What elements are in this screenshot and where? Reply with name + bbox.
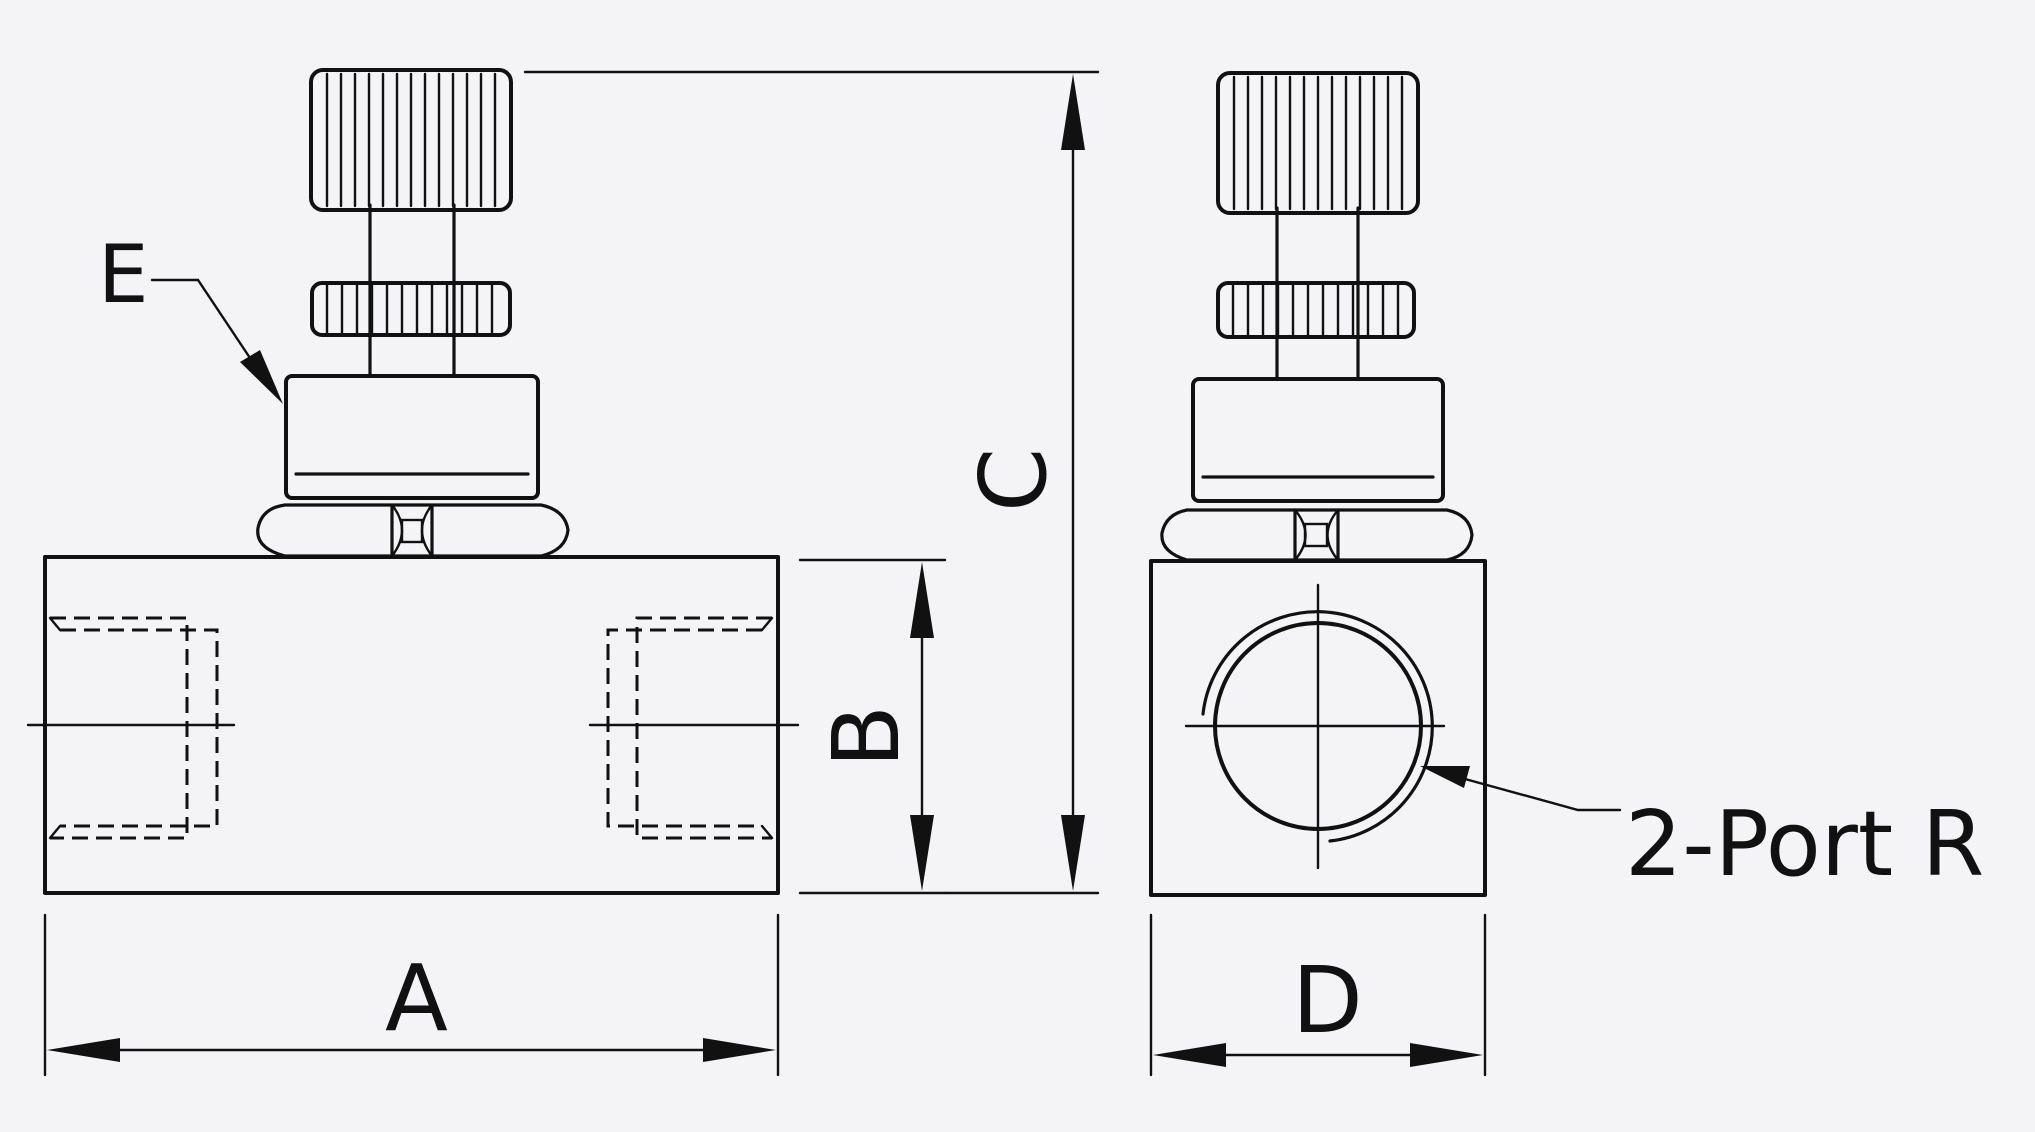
side-knurled-knob: [1216, 71, 1420, 215]
dimension-a: A: [43, 913, 780, 1077]
arrow-e: [240, 350, 283, 404]
label-a: A: [385, 945, 448, 1052]
front-hex-nut: [256, 503, 570, 558]
dimension-d: D: [1149, 913, 1487, 1077]
side-port-thread-arc: [1201, 610, 1434, 843]
leader-e: [150, 278, 272, 390]
arrow-port: [1420, 766, 1470, 788]
front-left-port: [48, 616, 219, 840]
label-c: C: [960, 448, 1067, 512]
label-e: E: [98, 228, 149, 321]
leader-port: [1434, 769, 1622, 812]
front-knurled-knob: [309, 68, 513, 212]
front-view: E: [26, 68, 800, 895]
label-b: B: [813, 705, 920, 768]
front-lock-nut: [310, 281, 512, 337]
label-d: D: [1292, 947, 1363, 1054]
label-port: 2-Port R: [1625, 792, 1984, 897]
side-lock-nut: [1216, 281, 1416, 339]
dimension-c: C: [523, 70, 1100, 895]
side-view: 2-Port R: [1149, 71, 1984, 897]
dimension-b: B: [798, 558, 947, 895]
front-right-port: [606, 616, 774, 840]
front-bonnet: [284, 374, 540, 500]
side-hex-nut: [1160, 508, 1474, 562]
side-bonnet: [1191, 377, 1445, 503]
